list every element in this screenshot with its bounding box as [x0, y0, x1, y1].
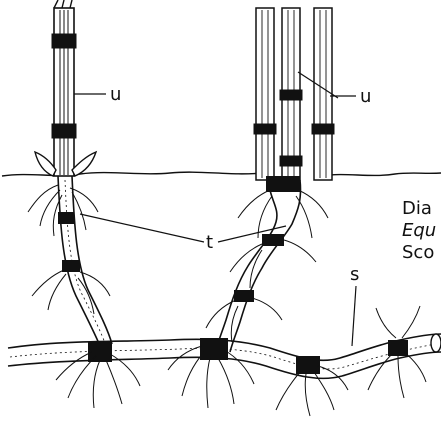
label-s: s	[350, 264, 359, 285]
caption-line-2: Equ	[402, 220, 436, 241]
caption-line-3: Sco	[402, 242, 434, 263]
left-underground-stem	[58, 176, 112, 346]
label-u-left: u	[110, 84, 121, 105]
label-t: t	[206, 232, 213, 253]
roots	[28, 185, 426, 416]
caption-line-1: Dia	[402, 198, 432, 219]
right-aerial-stems	[254, 8, 334, 180]
right-underground-stem	[216, 176, 301, 352]
label-u-right: u	[360, 86, 371, 107]
left-aerial-stem	[52, 0, 76, 176]
